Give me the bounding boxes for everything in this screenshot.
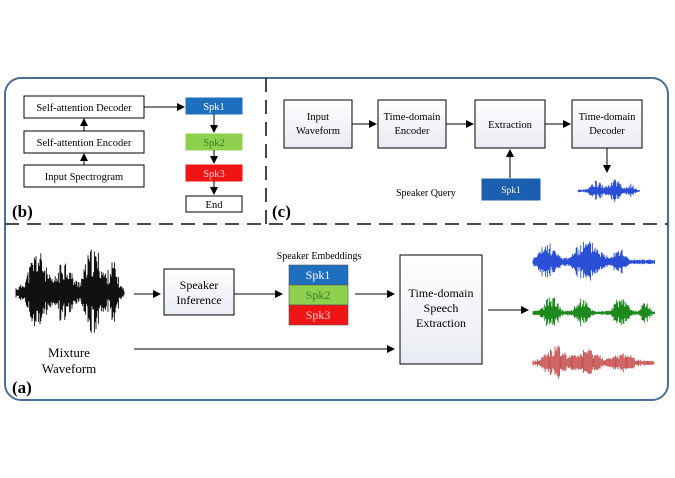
embedding-spk3 xyxy=(288,304,349,326)
speech-extraction-box xyxy=(399,254,483,365)
time-domain-encoder-box xyxy=(377,99,447,149)
mixture-label-line1: Mixture xyxy=(48,345,90,360)
token-end-label: End xyxy=(206,200,224,211)
output-waveform-spk3 xyxy=(532,345,655,379)
panel-a: Mixture Waveform Speaker Inference Speak… xyxy=(12,241,655,397)
input-waveform-line2: Waveform xyxy=(296,126,340,137)
time-domain-encoder-line2: Encoder xyxy=(395,126,430,137)
token-end xyxy=(185,195,243,213)
input-waveform-box xyxy=(283,99,353,149)
embedding-spk3-label: Spk3 xyxy=(306,308,331,322)
mixture-waveform xyxy=(15,249,125,333)
speaker-inference-line2: Inference xyxy=(176,293,221,307)
embedding-spk1-label: Spk1 xyxy=(306,268,331,282)
time-domain-decoder-box xyxy=(571,99,643,149)
output-waveform-c xyxy=(577,179,641,203)
speech-extraction-line1: Time-domain xyxy=(409,286,474,300)
output-waveform-spk1 xyxy=(532,241,655,281)
outer-frame xyxy=(4,77,669,401)
embedding-spk2-label: Spk2 xyxy=(306,288,331,302)
extraction-label: Extraction xyxy=(488,120,532,131)
panel-b-label: (b) xyxy=(12,202,33,221)
input-waveform-line1: Input xyxy=(307,112,329,123)
mixture-label-line2: Waveform xyxy=(42,361,97,376)
extraction-box xyxy=(474,99,546,149)
panel-c-label: (c) xyxy=(272,202,291,221)
speaker-embeddings-title: Speaker Embeddings xyxy=(277,251,362,262)
panel-c: Input Waveform Time-domain Encoder Extra… xyxy=(272,99,643,221)
input-spectrogram-label: Input Spectrogram xyxy=(45,172,123,183)
panel-a-label: (a) xyxy=(12,378,32,397)
time-domain-decoder-line1: Time-domain xyxy=(579,112,637,123)
speaker-query-token xyxy=(481,178,541,201)
time-domain-decoder-line2: Decoder xyxy=(589,126,625,137)
decoder-label: Self-attention Decoder xyxy=(36,103,132,114)
time-domain-encoder-line1: Time-domain xyxy=(384,112,442,123)
encoder-label: Self-attention Encoder xyxy=(37,138,132,149)
speech-extraction-line2: Speech xyxy=(424,301,459,315)
panel-b: Self-attention Decoder Self-attention En… xyxy=(12,95,243,221)
speech-extraction-line3: Extraction xyxy=(416,316,466,330)
speaker-inference-box xyxy=(163,268,235,316)
token-spk2-label: Spk2 xyxy=(203,138,225,149)
speaker-query-token-label: Spk1 xyxy=(501,186,521,196)
token-spk1-label: Spk1 xyxy=(203,102,225,113)
speaker-inference-line1: Speaker xyxy=(180,278,219,292)
output-waveform-spk2 xyxy=(532,297,655,327)
speaker-query-label: Speaker Query xyxy=(396,188,456,199)
token-spk3-label: Spk3 xyxy=(203,169,225,180)
